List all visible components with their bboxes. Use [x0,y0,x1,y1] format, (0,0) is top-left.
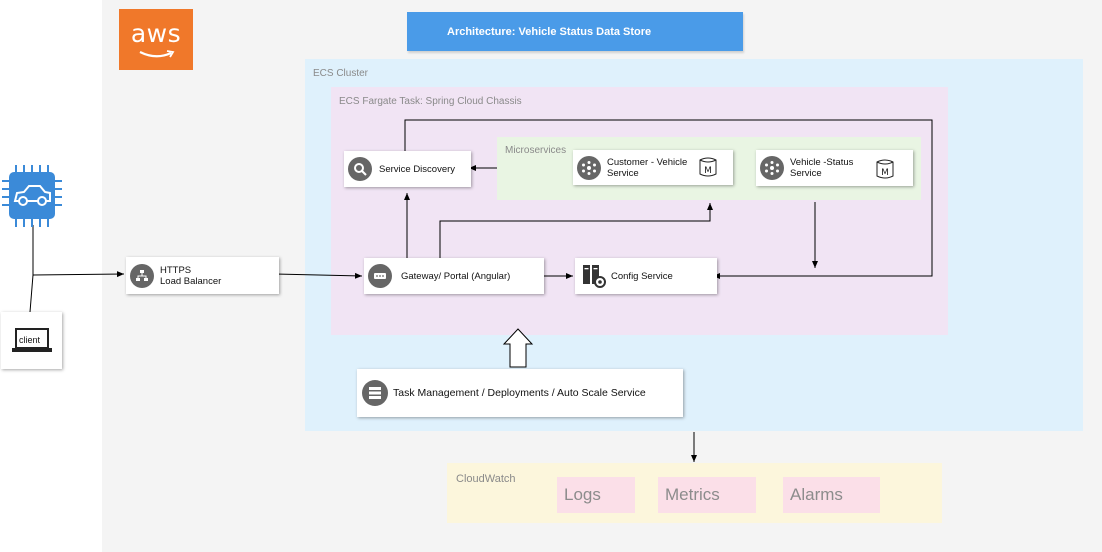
vehicle-chip-icon [2,165,62,227]
server-list-icon [362,380,388,406]
ecs-cluster-label: ECS Cluster [313,68,369,79]
cloudwatch-alarms-label: Alarms [790,485,843,504]
cloudwatch-alarms: Alarms [783,477,880,513]
server-config-icon [583,265,606,288]
cloudwatch-metrics-label: Metrics [665,485,720,504]
load-balancer-icon [130,263,154,288]
edge-gateway-to-customer [439,203,713,258]
microservice-icon [760,156,784,180]
search-icon [348,157,372,181]
config-service-node: Config Service [575,258,717,294]
svg-text:M: M [881,168,889,178]
service-discovery-label: Service Discovery [379,163,456,175]
task-management-node: Task Management / Deployments / Auto Sca… [357,369,683,417]
diagram-title-text: Architecture: Vehicle Status Data Store [447,25,652,38]
edge-client-up [29,274,34,313]
database-icon: M [876,159,894,179]
gateway-portal-node: Gateway/ Portal (Angular) [364,258,544,294]
load-balancer-label: HTTPS Load Balancer [160,264,222,287]
database-icon: M [699,157,717,177]
laptop-icon [12,328,52,352]
customer-vehicle-service-label: Customer - Vehicle Service [607,156,688,179]
gateway-portal-label: Gateway/ Portal (Angular) [401,270,511,282]
vehicle-status-service-label: Vehicle -Status Service [790,157,854,179]
aws-logo: aws [119,9,193,70]
customer-vehicle-service-node: Customer - Vehicle Service M [573,150,733,185]
task-management-label: Task Management / Deployments / Auto Sca… [393,386,646,399]
svg-text:M: M [704,166,712,176]
edge-to-load-balancer [32,271,125,278]
vehicle-status-service-node: Vehicle -Status Service M [756,150,913,186]
edge-lb-to-gateway [274,272,363,279]
aws-logo-text: aws [130,19,182,48]
load-balancer-node: HTTPS Load Balancer [126,257,279,294]
hollow-up-arrow [502,328,534,368]
cloudwatch-logs: Logs [557,477,635,513]
microservice-icon [577,155,601,180]
client-node: client [1,312,62,369]
service-discovery-node: Service Discovery [344,151,471,187]
aws-smile-icon [139,50,175,58]
cloudwatch-label: CloudWatch [456,473,516,485]
cloudwatch-metrics: Metrics [658,477,756,513]
fargate-task-label: ECS Fargate Task: Spring Cloud Chassis [339,96,522,107]
microservices-label: Microservices [505,145,567,156]
cloudwatch-logs-label: Logs [564,485,601,504]
diagram-title: Architecture: Vehicle Status Data Store [407,12,743,51]
edge-loop-to-config [404,119,933,279]
gateway-icon [368,264,392,288]
client-label: client [19,335,41,345]
config-service-label: Config Service [611,270,673,282]
